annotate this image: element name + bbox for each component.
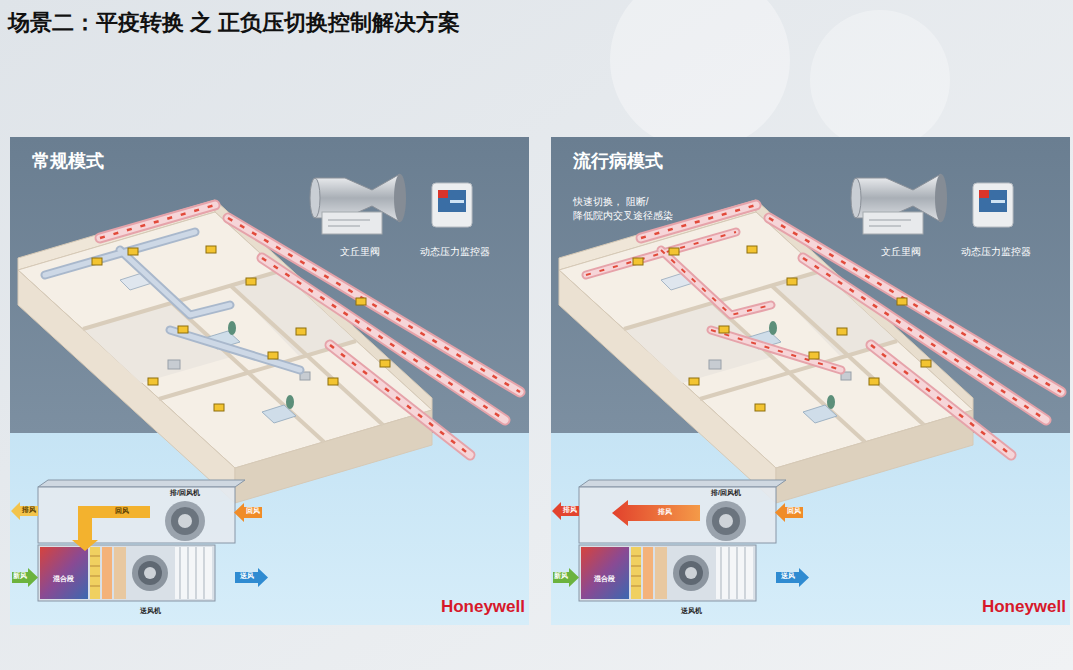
supply-unit: 送风机混合段 [579,545,756,601]
airflow-label: 排风 [20,506,38,514]
airflow-label: 新风 [12,572,28,580]
airflow-label: 回风 [244,507,262,515]
device-label: 文丘里阀 [866,246,936,258]
device-label: 动态压力监控器 [410,246,500,258]
unit-label: 送风机 [661,607,721,615]
unit-label: 排/回风机 [155,489,215,497]
panel: 流行病模式快速切换， 阻断/降低院内交叉途径感染排/回风机送风机混合段 [551,137,1070,625]
panel-title: 常规模式 [32,151,104,173]
exhaust-unit: 排/回风机 [38,487,235,543]
unit-label: 混合段 [583,575,625,583]
airflow-label: 新风 [553,572,569,580]
device-label: 文丘里阀 [325,246,395,258]
panel-title: 流行病模式 [573,151,663,173]
airflow-label: 送风 [235,572,258,580]
airflow-label: 送风 [776,572,799,580]
unit-label: 混合段 [42,575,84,583]
supply-unit: 送风机混合段 [38,545,215,601]
brand-logo: Honeywell [941,597,1066,617]
slide-title: 场景二：平疫转换 之 正负压切换控制解决方案 [8,10,460,36]
unit-label: 送风机 [120,607,180,615]
airflow-label: 排风 [640,508,690,516]
airflow-label: 排风 [561,506,579,514]
device-label: 动态压力监控器 [951,246,1041,258]
panel-note: 快速切换， 阻断/降低院内交叉途径感染 [573,195,728,222]
panel: 常规模式排/回风机送风机混合段 [10,137,529,625]
airflow-label: 回风 [100,507,144,515]
airflow-label: 回风 [785,507,803,515]
brand-logo: Honeywell [400,597,525,617]
unit-label: 排/回风机 [696,489,756,497]
exhaust-unit: 排/回风机 [579,487,776,543]
